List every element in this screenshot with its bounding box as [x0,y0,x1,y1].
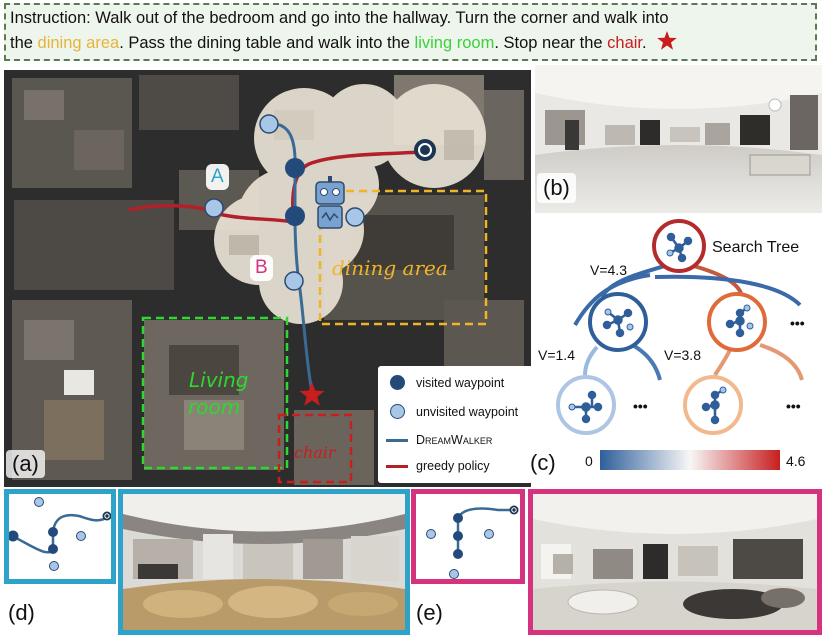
panel-c-tag: (c) [530,450,556,475]
region-dining-label: dining area [332,256,448,280]
colorbar [600,450,780,470]
dreamwalker-path [268,122,314,393]
instruction-living: living room [414,34,495,52]
panel-e-tag: (e) [416,600,443,625]
panel-b-tag: (b) [543,175,570,200]
value-left: V=1.4 [538,347,575,363]
instruction-part2d: . [642,34,647,52]
panel-d-minimap [4,489,116,584]
legend-dreamwalker: DreamWalker [386,432,492,448]
point-label-a: A [206,164,229,190]
panel-e-path-diagram [426,505,519,579]
panorama-image-b [535,65,822,213]
waypoint-visited [285,158,305,178]
waypoint-unvisited [259,114,279,134]
tree-node-left-child [556,375,616,435]
ellipsis-1: ••• [790,315,805,331]
instruction-chair: chair [607,34,643,52]
panel-d-panorama-image [123,494,405,630]
ellipsis-3: ••• [786,398,801,414]
ellipsis-2: ••• [633,398,648,414]
legend-visited-label: visited waypoint [416,376,505,390]
legend: visited waypoint unvisited waypoint Drea… [378,366,533,483]
legend-greedy-label: greedy policy [416,459,490,473]
instruction-part2b: . Pass the dining table and walk into th… [119,34,415,52]
region-living-label-2: room [188,395,240,419]
panel-d-panorama [118,489,410,635]
living-room-box [141,316,289,470]
legend-greedy: greedy policy [386,458,490,474]
legend-dreamwalker-label: DreamWalker [416,433,493,447]
instruction-part2a: the [10,34,38,52]
search-tree-title: Search Tree [712,239,799,256]
panel-e-panorama [528,489,822,635]
chair-box [277,413,353,484]
legend-visited: visited waypoint [386,375,504,391]
greedy-line-icon [386,465,408,468]
dreamwalker-line-icon [386,439,408,442]
value-root: V=4.3 [590,262,627,278]
panel-d-path-diagram [7,497,112,571]
legend-unvisited: unvisited waypoint [386,404,518,420]
colorbar-min: 0 [585,453,593,469]
waypoint-unvisited [204,198,224,218]
colorbar-max: 4.6 [786,453,806,469]
waypoint-visited [285,206,305,226]
visited-waypoint-icon [390,375,405,390]
panorama-panel-b: (b) [535,65,822,213]
instruction-text: Instruction: Walk out of the bedroom and… [10,6,810,56]
panel-d-tag: (d) [8,600,35,625]
robot-agent-icon [315,176,345,229]
tree-node-right [707,292,767,352]
instruction-prefix: Instruction: [10,9,91,27]
goal-star-icon [657,31,678,50]
panel-e-minimap [411,489,525,584]
start-position-marker [414,139,436,161]
region-living-label-1: Living [189,368,248,392]
waypoint-unvisited [345,207,365,227]
instruction-dining: dining area [37,34,120,52]
dining-area-box [318,189,488,326]
panel-e-panorama-image [533,494,817,630]
search-tree-diagram: Search Tree V=4.3 ••• V=1.4 [538,219,806,470]
instruction-part2c: . Stop near the [494,34,608,52]
unvisited-waypoint-icon [390,404,405,419]
point-label-b: B [250,255,273,281]
instruction-part1: Walk out of the bedroom and go into the … [90,9,669,27]
panel-a-tag: (a) [12,451,39,476]
value-right: V=3.8 [664,347,701,363]
tree-node-left [588,292,648,352]
tree-root-node [652,219,706,273]
tree-node-right-child [683,375,743,435]
legend-unvisited-label: unvisited waypoint [416,405,519,419]
region-chair-label: chair [294,443,337,462]
waypoint-unvisited [284,271,304,291]
instruction-banner [4,3,817,61]
goal-star-icon [299,382,325,406]
search-tree-panel: Search Tree V=4.3 ••• V=1.4 [530,215,825,480]
